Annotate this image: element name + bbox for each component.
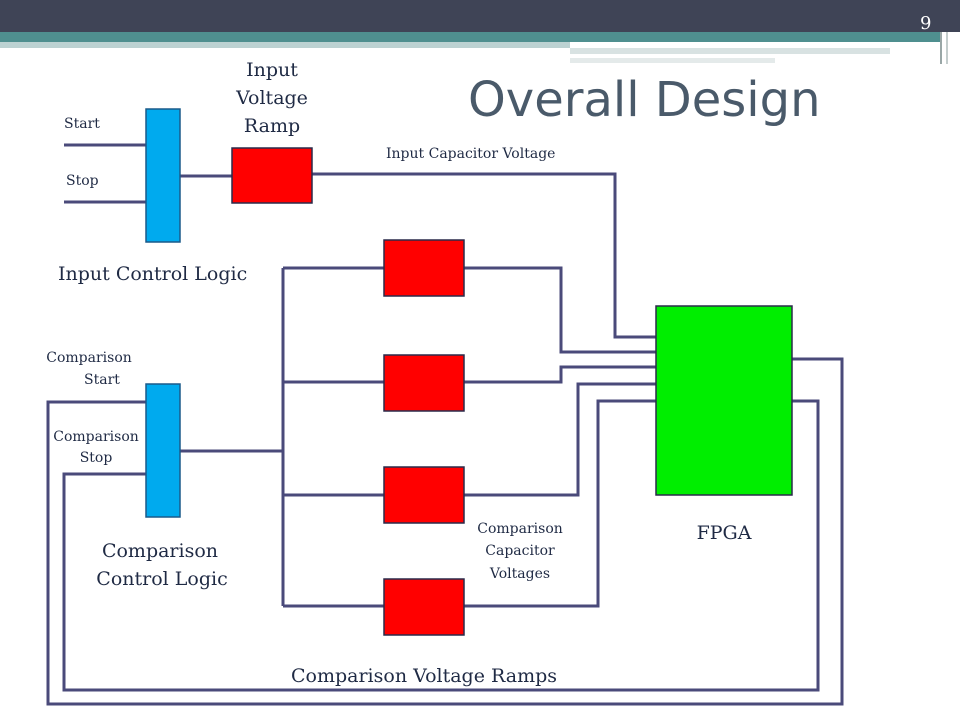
- header-right-rule-2: [946, 32, 948, 64]
- slide-title: Overall Design: [468, 72, 821, 128]
- comparison-start-label-line-2: Start: [84, 372, 120, 388]
- comparison-ramp-block-2: [383, 354, 465, 412]
- ramp-4-to-fpga: [464, 399, 656, 608]
- comparison-control-logic-block: [145, 383, 181, 518]
- comparison-stop-label-line-1: Comparison: [53, 429, 139, 445]
- fpga-to-comparison-start-loop: [46, 357, 844, 706]
- input-ramp-label-line-2: Voltage: [235, 87, 308, 109]
- page-number: 9: [920, 13, 931, 34]
- input-capacitor-voltage-label: Input Capacitor Voltage: [386, 146, 555, 162]
- fpga-to-comparison-stop-loop: [62, 399, 820, 692]
- header-teal-stripe: [0, 32, 940, 42]
- ramp-1-to-fpga: [464, 266, 656, 354]
- input-ramp-label-line-1: Input: [246, 59, 298, 81]
- comparison-ramp-block-3: [383, 466, 465, 524]
- wires: [46, 143, 844, 706]
- header-right-rule: [940, 32, 942, 64]
- input-control-logic-block: [145, 108, 181, 243]
- comparison-capacitor-voltages-label-line-3: Voltages: [489, 566, 550, 582]
- input-capacitor-wire: [312, 172, 656, 339]
- input-ramp-label-line-3: Ramp: [244, 115, 300, 137]
- header-gray-stripe: [570, 48, 890, 54]
- comparison-capacitor-voltages-label-line-2: Capacitor: [485, 543, 555, 559]
- header-teal-stripe-lower: [0, 42, 570, 48]
- header-gray-stripe-2: [570, 58, 775, 63]
- comparison-start-label-line-1: Comparison: [46, 350, 132, 366]
- comparison-ramp-block-1: [383, 239, 465, 297]
- stop-label: Stop: [66, 173, 99, 189]
- input-control-logic-label: Input Control Logic: [58, 263, 247, 285]
- comparison-control-logic-label-line-2: Control Logic: [96, 568, 227, 590]
- comparison-capacitor-voltages-label-line-1: Comparison: [477, 521, 563, 537]
- header-bar: [0, 0, 960, 32]
- comparison-control-logic-label-line-1: Comparison: [102, 540, 218, 562]
- ramp-3-to-fpga: [464, 382, 656, 497]
- fpga-block: [655, 305, 793, 496]
- ramp-2-to-fpga: [464, 365, 656, 384]
- comparison-voltage-ramps-label: Comparison Voltage Ramps: [291, 665, 557, 687]
- input-voltage-ramp-block: [231, 147, 313, 204]
- comparison-stop-label-line-2: Stop: [80, 450, 113, 466]
- fpga-label: FPGA: [697, 522, 752, 544]
- start-label: Start: [64, 116, 100, 132]
- comparison-ramp-block-4: [383, 578, 465, 636]
